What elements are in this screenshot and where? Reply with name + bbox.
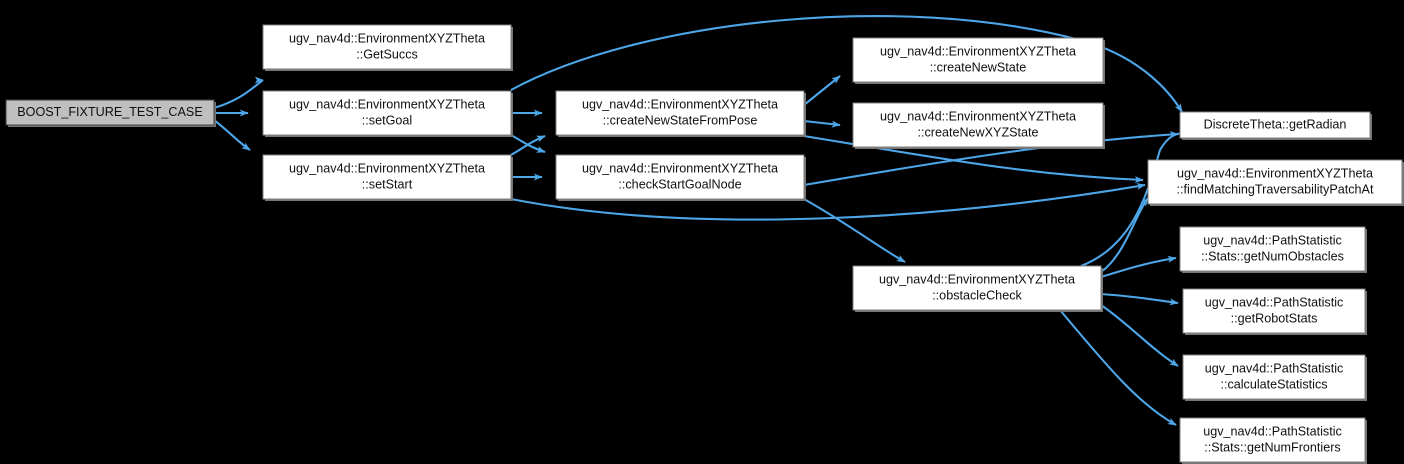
node-label-line: ugv_nav4d::EnvironmentXYZTheta	[289, 31, 485, 45]
node-label-line: ::Stats::getNumObstacles	[1201, 249, 1344, 263]
node-label-line: ::findMatchingTraversabilityPatchAt	[1177, 182, 1374, 196]
node-label-line: ::createNewStateFromPose	[603, 113, 758, 127]
node-rect[interactable]	[852, 37, 1104, 83]
node-rect[interactable]	[1182, 354, 1366, 400]
node-create-new-state-from-pose[interactable]: ugv_nav4d::EnvironmentXYZTheta::createNe…	[555, 90, 806, 137]
node-label-line: ugv_nav4d::EnvironmentXYZTheta	[289, 161, 485, 175]
node-label-line: ::Stats::getNumFrontiers	[1204, 440, 1340, 454]
node-label-line: ::calculateStatistics	[1220, 377, 1327, 391]
edge-set-start-to-find-matching-traversability-patch-at	[510, 182, 1146, 221]
node-boost-fixture-test-case[interactable]: BOOST_FIXTURE_TEST_CASE	[5, 99, 216, 127]
node-label-line: ::createNewState	[930, 60, 1027, 74]
node-label-line: ::checkStartGoalNode	[618, 177, 741, 191]
edge-obstacle-check-to-get-num-obstacles	[1100, 255, 1177, 279]
edge-obstacle-check-to-get-num-frontiers	[1059, 309, 1177, 426]
edge-set-start-to-create-new-state-from-pose	[510, 135, 546, 156]
node-rect[interactable]	[262, 24, 512, 70]
node-check-start-goal-node[interactable]: ugv_nav4d::EnvironmentXYZTheta::checkSta…	[555, 154, 806, 201]
node-get-succs[interactable]: ugv_nav4d::EnvironmentXYZTheta::GetSuccs	[262, 24, 513, 71]
edge-obstacle-check-to-calculate-statistics	[1100, 304, 1179, 367]
node-label-line: ::getRobotStats	[1231, 311, 1318, 325]
node-label-line: DiscreteTheta::getRadian	[1204, 117, 1347, 131]
node-rect[interactable]	[555, 154, 805, 200]
node-rect[interactable]	[852, 102, 1104, 148]
node-create-new-state[interactable]: ugv_nav4d::EnvironmentXYZTheta::createNe…	[852, 37, 1105, 84]
node-label-line: ugv_nav4d::PathStatistic	[1203, 424, 1342, 438]
node-label-line: ugv_nav4d::EnvironmentXYZTheta	[582, 97, 778, 111]
node-label-line: ::obstacleCheck	[932, 288, 1022, 302]
nodes-layer: BOOST_FIXTURE_TEST_CASEugv_nav4d::Enviro…	[5, 24, 1404, 464]
node-label-line: ::setGoal	[362, 113, 412, 127]
node-find-matching-traversability-patch-at[interactable]: ugv_nav4d::EnvironmentXYZTheta::findMatc…	[1147, 159, 1404, 206]
edge-boost-fixture-test-case-to-get-succs	[213, 79, 264, 110]
node-set-start[interactable]: ugv_nav4d::EnvironmentXYZTheta::setStart	[262, 154, 513, 201]
node-label-line: ::createNewXYZState	[917, 125, 1038, 139]
node-discrete-theta-get-radian[interactable]: DiscreteTheta::getRadian	[1179, 111, 1372, 140]
node-rect[interactable]	[262, 90, 512, 136]
node-create-new-xyz-state[interactable]: ugv_nav4d::EnvironmentXYZTheta::createNe…	[852, 102, 1105, 149]
node-get-num-obstacles[interactable]: ugv_nav4d::PathStatistic::Stats::getNumO…	[1179, 226, 1367, 273]
node-rect[interactable]	[555, 90, 805, 136]
edge-check-start-goal-node-to-obstacle-check	[803, 198, 906, 263]
edge-obstacle-check-to-find-matching-traversability-patch-at	[1100, 197, 1149, 273]
node-rect[interactable]	[1179, 111, 1371, 139]
node-label-line: ::GetSuccs	[356, 47, 418, 61]
node-get-robot-stats[interactable]: ugv_nav4d::PathStatistic::getRobotStats	[1182, 288, 1367, 335]
node-obstacle-check[interactable]: ugv_nav4d::EnvironmentXYZTheta::obstacle…	[852, 265, 1103, 312]
node-rect[interactable]	[1179, 417, 1366, 463]
node-rect[interactable]	[852, 265, 1102, 311]
node-label-line: ::setStart	[362, 177, 413, 191]
node-label-line: ugv_nav4d::EnvironmentXYZTheta	[289, 97, 485, 111]
node-label-line: ugv_nav4d::EnvironmentXYZTheta	[1177, 166, 1373, 180]
node-set-goal[interactable]: ugv_nav4d::EnvironmentXYZTheta::setGoal	[262, 90, 513, 137]
node-rect[interactable]	[1182, 288, 1366, 334]
edge-set-goal-to-discrete-theta-get-radian	[510, 15, 1183, 113]
node-rect[interactable]	[5, 99, 215, 126]
node-label-line: ugv_nav4d::EnvironmentXYZTheta	[880, 44, 1076, 58]
node-label-line: ugv_nav4d::EnvironmentXYZTheta	[879, 272, 1075, 286]
node-label-line: ugv_nav4d::PathStatistic	[1205, 361, 1344, 375]
edge-check-start-goal-node-to-discrete-theta-get-radian	[803, 131, 1179, 187]
node-label-line: BOOST_FIXTURE_TEST_CASE	[17, 105, 202, 119]
node-rect[interactable]	[262, 154, 512, 200]
edge-obstacle-check-to-get-robot-stats	[1100, 292, 1179, 306]
node-get-num-frontiers[interactable]: ugv_nav4d::PathStatistic::Stats::getNumF…	[1179, 417, 1367, 464]
node-label-line: ugv_nav4d::PathStatistic	[1205, 295, 1344, 309]
node-label-line: ugv_nav4d::PathStatistic	[1203, 233, 1342, 247]
edge-create-new-state-from-pose-to-create-new-state	[803, 75, 841, 106]
node-rect[interactable]	[1147, 159, 1403, 205]
edge-create-new-state-from-pose-to-create-new-xyz-state	[803, 119, 841, 128]
node-label-line: ugv_nav4d::EnvironmentXYZTheta	[880, 109, 1076, 123]
node-label-line: ugv_nav4d::EnvironmentXYZTheta	[582, 161, 778, 175]
node-rect[interactable]	[1179, 226, 1366, 272]
edge-boost-fixture-test-case-to-set-start	[213, 119, 251, 151]
node-calculate-statistics[interactable]: ugv_nav4d::PathStatistic::calculateStati…	[1182, 354, 1367, 401]
